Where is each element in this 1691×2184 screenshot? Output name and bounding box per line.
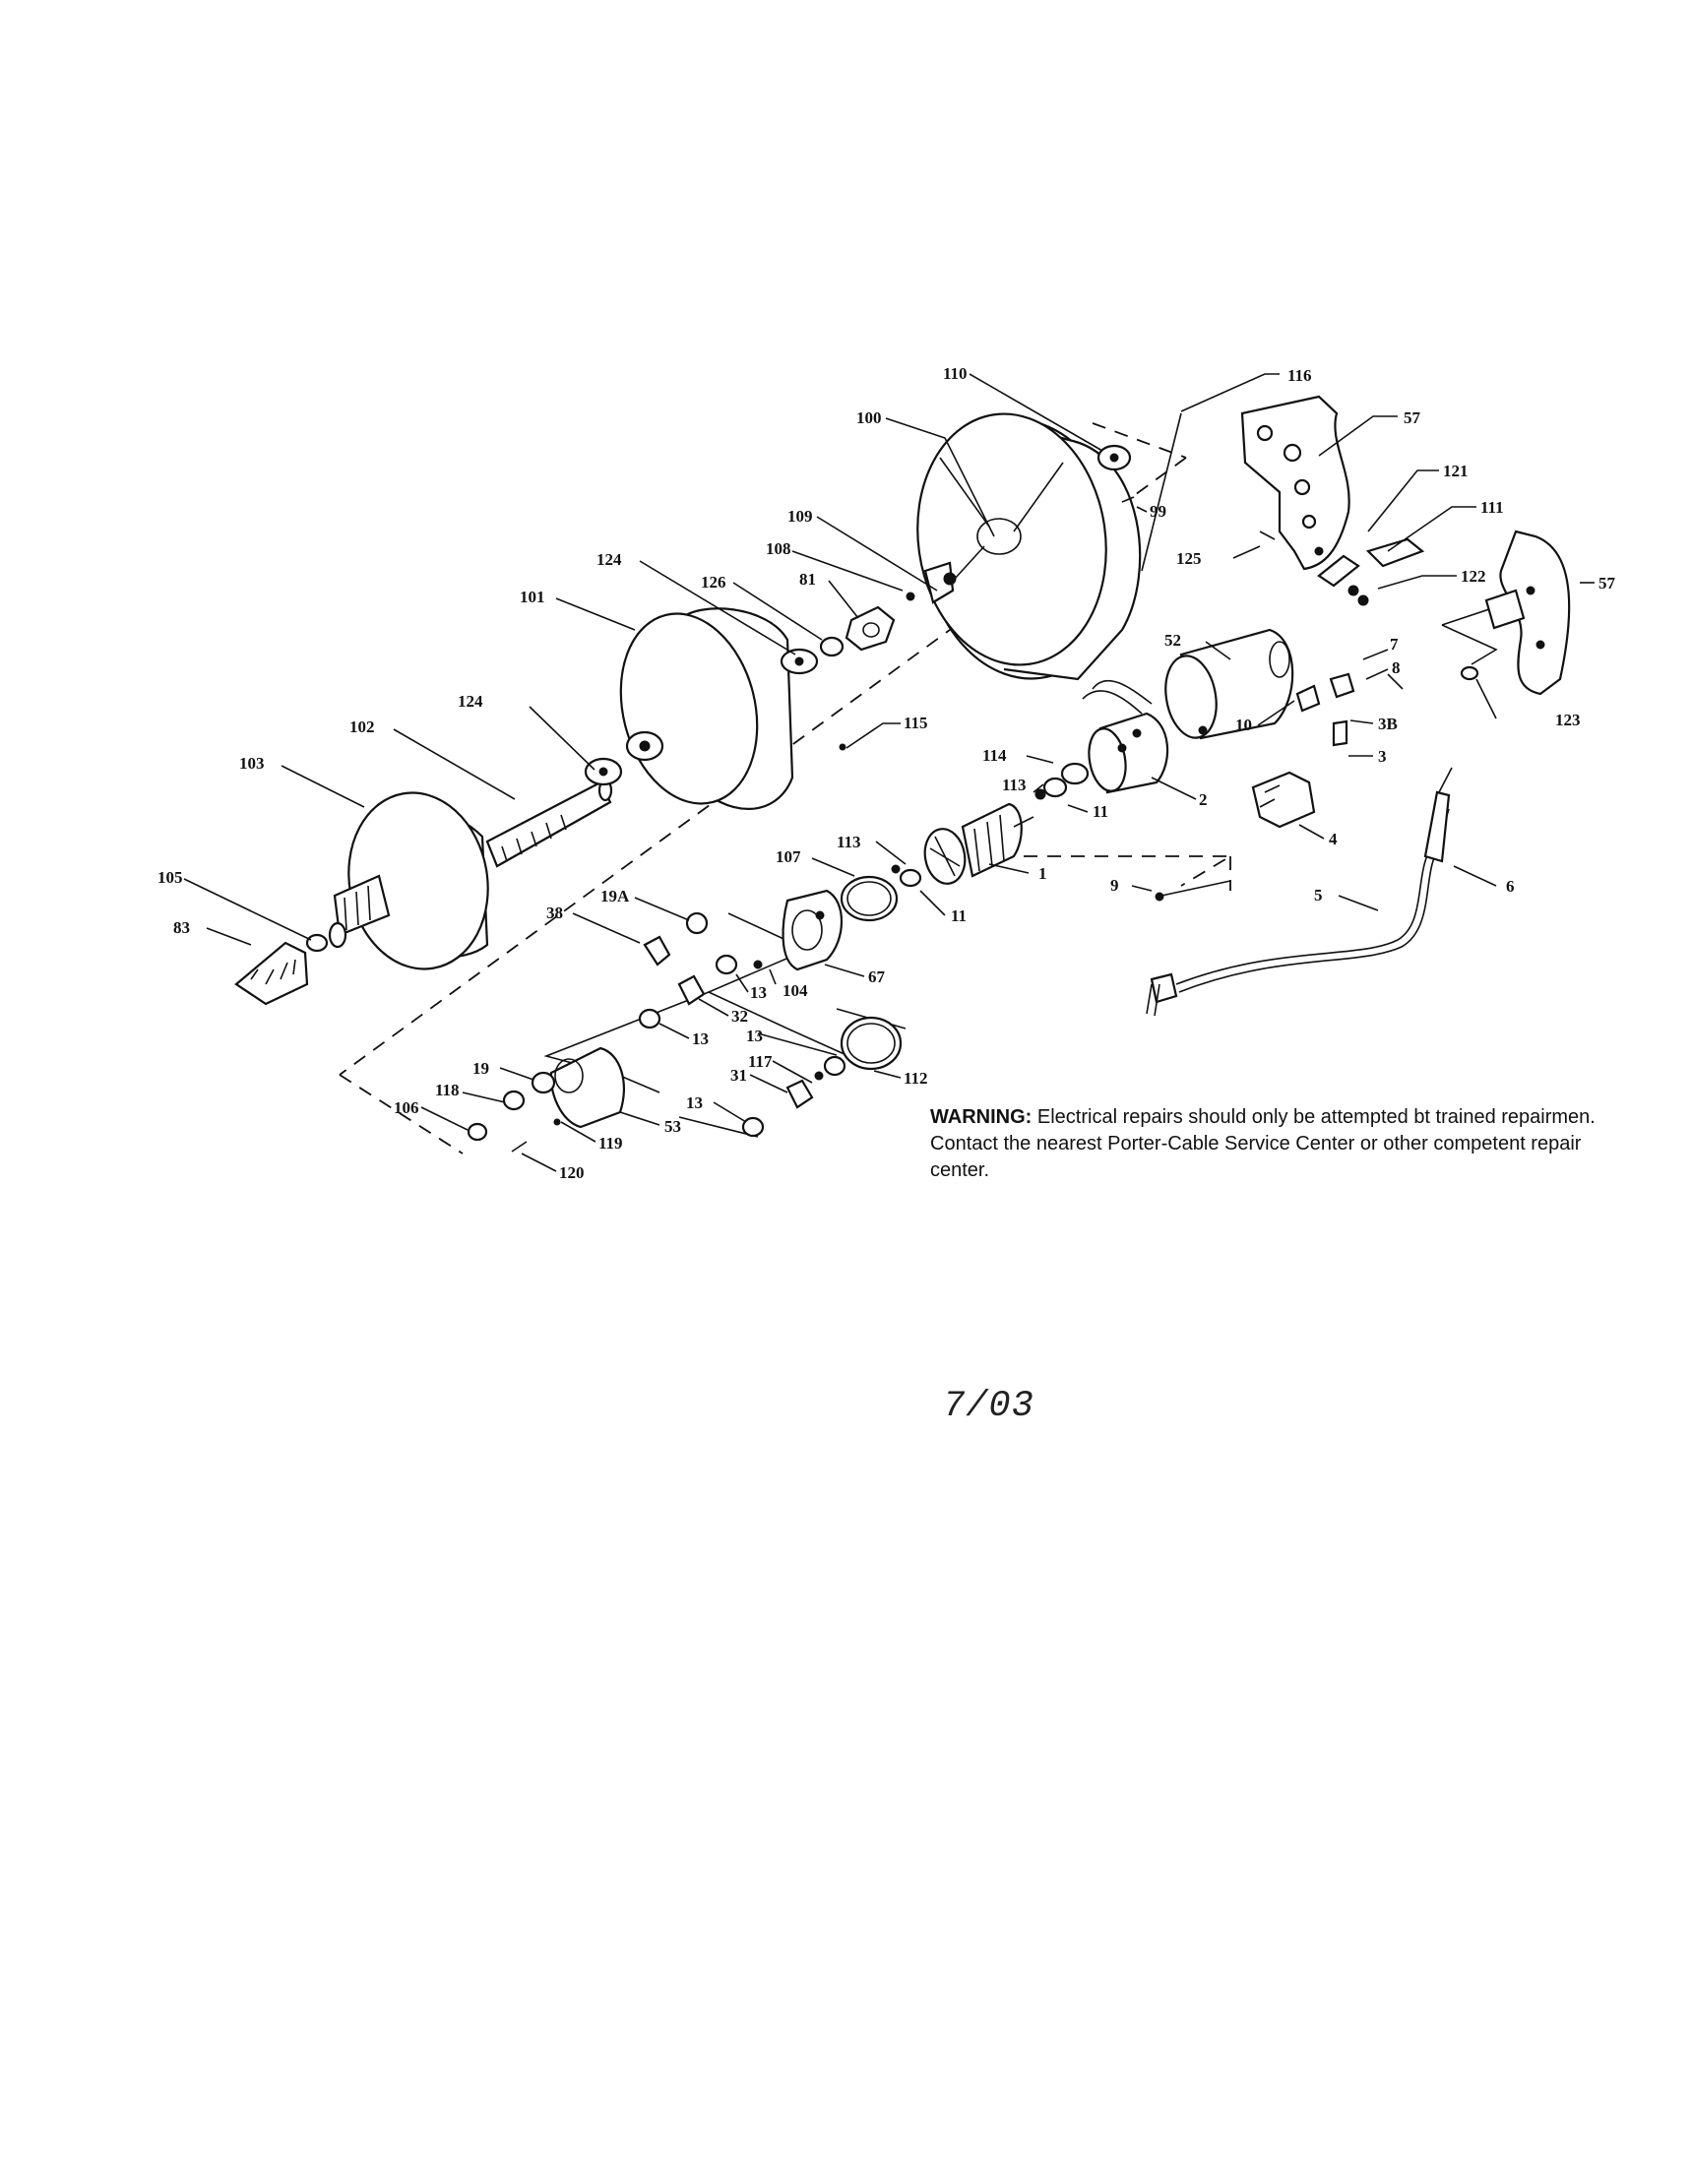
label-102: 102 (349, 718, 375, 736)
label-100: 100 (856, 408, 882, 427)
label-5: 5 (1314, 886, 1323, 905)
gasket-112 (840, 1016, 903, 1071)
label-52: 52 (1164, 631, 1181, 650)
handle-57-top (1240, 395, 1350, 571)
brush-parts (1295, 649, 1389, 747)
label-116: 116 (1287, 366, 1312, 385)
clips-and-screws (1259, 530, 1425, 606)
wheel-101 (619, 607, 794, 810)
bearings-upper (1034, 762, 1090, 800)
label-108: 108 (766, 539, 791, 558)
label-118: 118 (435, 1081, 460, 1099)
label-122: 122 (1461, 567, 1486, 586)
label-109: 109 (787, 507, 813, 526)
label-121: 121 (1443, 462, 1469, 480)
label-83: 83 (173, 918, 190, 937)
label-13-a: 13 (750, 983, 767, 1002)
part-labels: 116 57 110 100 99 121 111 109 108 81 125… (157, 364, 1616, 1182)
label-19: 19 (472, 1059, 489, 1078)
label-81: 81 (799, 570, 816, 589)
label-32: 32 (731, 1007, 748, 1026)
gear-case-53 (467, 1046, 625, 1153)
gear-parts (638, 911, 763, 1030)
label-11-top: 11 (1093, 802, 1108, 821)
gear-housing-67 (782, 889, 844, 971)
label-113-mid: 113 (837, 833, 861, 851)
motor-housing-52 (1164, 628, 1294, 740)
label-19A: 19A (600, 887, 630, 905)
label-13-d: 13 (686, 1093, 703, 1112)
label-104: 104 (783, 981, 808, 1000)
leader-lines (183, 373, 1595, 1172)
label-31: 31 (730, 1066, 747, 1085)
label-9: 9 (1110, 876, 1119, 895)
power-cord (1146, 767, 1453, 1017)
label-124-mid: 124 (458, 692, 483, 711)
label-111: 111 (1480, 498, 1504, 517)
revision-date: 7/03 (943, 1386, 1034, 1427)
handle-57-right (1460, 530, 1571, 696)
label-113-top: 113 (1002, 776, 1027, 794)
label-6: 6 (1506, 877, 1515, 896)
label-117: 117 (748, 1052, 773, 1071)
label-67: 67 (868, 967, 886, 986)
label-3: 3 (1378, 747, 1387, 766)
label-101: 101 (520, 588, 545, 606)
wheel-103 (347, 791, 489, 970)
label-3B: 3B (1378, 715, 1398, 733)
bearings-lower (891, 864, 922, 888)
warning-body: Electrical repairs should only be attemp… (930, 1106, 1596, 1181)
label-1: 1 (1038, 864, 1047, 883)
label-53: 53 (664, 1117, 681, 1136)
stator-2 (1082, 679, 1169, 794)
label-4: 4 (1329, 830, 1338, 848)
label-123: 123 (1555, 711, 1581, 729)
label-13-b: 13 (692, 1030, 709, 1048)
label-120: 120 (559, 1163, 585, 1182)
lower-gear-parts (741, 1055, 846, 1138)
label-103: 103 (239, 754, 265, 773)
label-99: 99 (1150, 502, 1166, 521)
label-110: 110 (943, 364, 968, 383)
label-11-mid: 11 (951, 906, 967, 925)
label-2: 2 (1199, 790, 1208, 809)
label-57-right: 57 (1598, 574, 1616, 593)
warning-heading: WARNING: (930, 1106, 1033, 1128)
label-38: 38 (546, 904, 563, 922)
hub-nose (305, 874, 391, 953)
gasket-107 (840, 875, 899, 922)
label-10: 10 (1235, 716, 1252, 734)
wheel-100 (916, 412, 1142, 681)
label-119: 119 (598, 1134, 623, 1153)
switch-4 (1251, 771, 1316, 829)
screw-9 (1155, 880, 1231, 902)
label-114: 114 (982, 746, 1007, 765)
label-107: 107 (776, 847, 801, 866)
label-106: 106 (394, 1098, 419, 1117)
label-124-top: 124 (596, 550, 622, 569)
label-125: 125 (1176, 549, 1202, 568)
armature-1 (923, 802, 1034, 885)
warning-note: WARNING: Electrical repairs should only … (930, 1104, 1619, 1184)
label-112: 112 (904, 1069, 928, 1088)
label-7: 7 (1390, 635, 1399, 654)
label-13-c: 13 (746, 1027, 763, 1045)
label-8: 8 (1392, 658, 1401, 677)
label-57-top: 57 (1404, 408, 1421, 427)
label-105: 105 (157, 868, 183, 887)
label-126: 126 (701, 573, 726, 592)
chuck-83 (234, 941, 309, 1006)
label-115: 115 (904, 714, 928, 732)
small-pins (839, 496, 1135, 751)
